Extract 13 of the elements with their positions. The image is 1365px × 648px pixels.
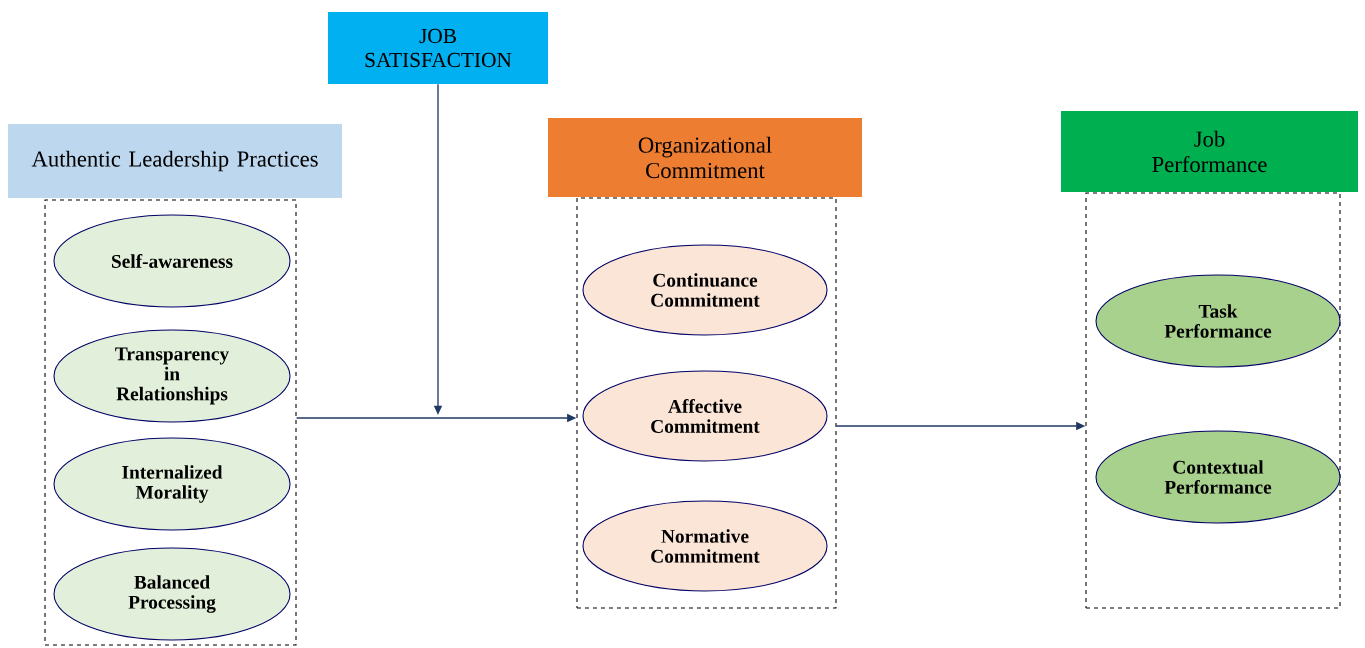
oval: Self-awareness [53, 214, 291, 308]
oval: Balanced Processing [53, 547, 291, 641]
oval: Internalized Morality [53, 437, 291, 531]
oval: Task Performance [1095, 274, 1341, 368]
oval: Normative Commitment [582, 500, 828, 592]
heading-box: Organizational Commitment [548, 118, 862, 197]
oval: Affective Commitment [582, 370, 828, 462]
oval: Contextual Performance [1095, 430, 1341, 524]
heading-box: Authentic Leadership Practices [8, 124, 342, 198]
oval: Continuance Commitment [582, 244, 828, 336]
heading-box: Job Performance [1061, 111, 1358, 192]
title-box: JOB SATISFACTION [328, 12, 548, 84]
oval: Transparency in Relationships [53, 329, 291, 423]
